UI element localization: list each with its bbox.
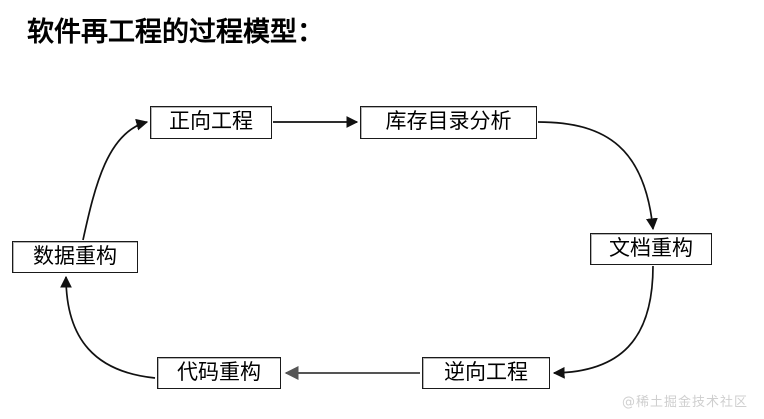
edge-inventory-to-doc [537, 121, 658, 231]
node-label-reverse-engineering: 逆向工程 [444, 359, 528, 384]
node-code-restructure[interactable]: 代码重构 [157, 357, 281, 389]
watermark: @稀土掘金技术社区 [621, 395, 748, 410]
edge-doc-to-reverse [552, 265, 654, 379]
edge-code-to-data [60, 275, 156, 379]
node-forward-engineering[interactable]: 正向工程 [150, 106, 272, 139]
edge-data-to-forward [82, 118, 149, 241]
node-label-forward-engineering: 正向工程 [169, 109, 253, 133]
node-label-document-restructure: 文档重构 [609, 235, 693, 260]
node-inventory-analysis[interactable]: 库存目录分析 [360, 106, 537, 139]
node-label-data-restructure: 数据重构 [33, 243, 117, 268]
node-label-code-restructure: 代码重构 [177, 359, 261, 384]
node-label-inventory-analysis: 库存目录分析 [385, 109, 512, 133]
node-data-restructure[interactable]: 数据重构 [12, 241, 138, 273]
node-document-restructure[interactable]: 文档重构 [590, 233, 712, 265]
node-reverse-engineering[interactable]: 逆向工程 [422, 357, 550, 389]
page-title: 软件再工程的过程模型： [27, 17, 324, 48]
